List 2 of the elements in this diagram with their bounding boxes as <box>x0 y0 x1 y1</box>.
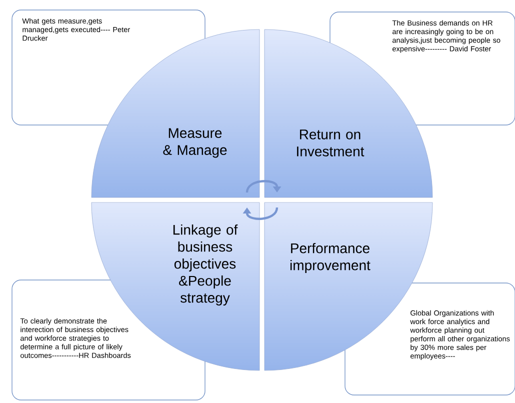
curved-arrow <box>246 180 282 193</box>
curved-arrow <box>242 207 278 220</box>
